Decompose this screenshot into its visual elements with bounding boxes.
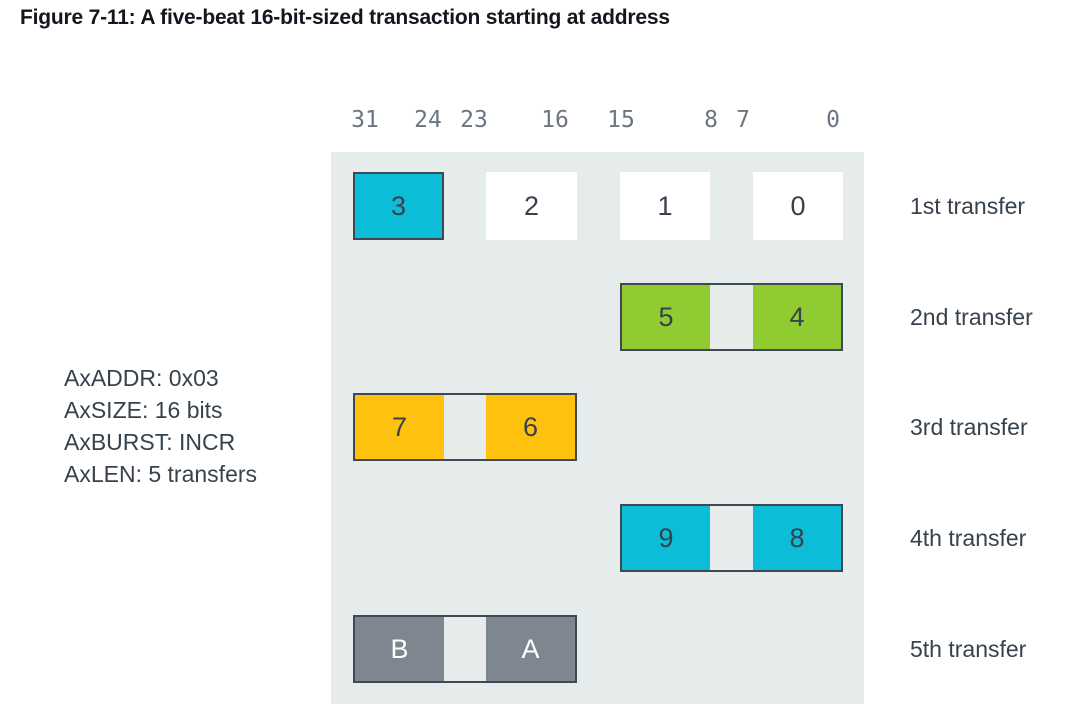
transfer-label-2: 2nd transfer [910, 304, 1033, 330]
transfer-1-byte-2: 2 [486, 172, 577, 240]
byte-number: 5 [658, 301, 674, 332]
transfer-4-byte-8: 8 [753, 506, 841, 570]
figure-title: Figure 7-11: A five-beat 16-bit-sized tr… [20, 6, 670, 29]
transfer-1-byte-3: 3 [353, 172, 444, 240]
byte-number: 8 [789, 522, 805, 553]
attr-axburst: AxBURST: INCR [64, 429, 236, 455]
bit-index-15: 15 [607, 107, 635, 133]
transfer-1-byte-0: 0 [753, 172, 843, 240]
byte-number: 0 [790, 190, 806, 221]
bit-index-0: 0 [826, 107, 840, 133]
transfer-3-byte-6: 6 [486, 395, 575, 459]
bit-index-7: 7 [736, 107, 750, 133]
transfer-label-3: 3rd transfer [910, 414, 1028, 440]
attr-axsize: AxSIZE: 16 bits [64, 397, 223, 423]
unused-byte-lane-gap [710, 285, 753, 349]
transfer-5-byte-A: A [486, 617, 575, 681]
byte-number: A [521, 633, 540, 664]
transfer-2-byte-5: 5 [622, 285, 710, 349]
byte-number: 2 [523, 190, 540, 221]
transfer-1-byte-1: 1 [620, 172, 710, 240]
bit-index-8: 8 [704, 107, 718, 133]
transfer-label-5: 5th transfer [910, 636, 1027, 662]
transfer-5-byte-B: B [355, 617, 444, 681]
byte-number: 4 [789, 301, 805, 332]
byte-number: 1 [657, 190, 673, 221]
byte-number: 7 [391, 411, 408, 442]
unused-byte-lane-gap [444, 617, 486, 681]
transfer-4-byte-9: 9 [622, 506, 710, 570]
byte-number: B [390, 633, 409, 664]
bit-index-24: 24 [414, 107, 442, 133]
burst-attributes: AxADDR: 0x03 AxSIZE: 16 bits AxBURST: IN… [64, 362, 257, 490]
byte-number: 3 [390, 190, 407, 221]
byte-number: 9 [658, 522, 674, 553]
transfer-2-byte-4: 4 [753, 285, 841, 349]
attr-axaddr: AxADDR: 0x03 [64, 365, 219, 391]
transfer-label-4: 4th transfer [910, 525, 1027, 551]
bit-index-23: 23 [460, 107, 488, 133]
attr-axlen: AxLEN: 5 transfers [64, 461, 258, 487]
unused-byte-lane-gap [444, 395, 486, 459]
transfer-label-1: 1st transfer [910, 193, 1026, 219]
byte-number: 6 [522, 411, 539, 442]
bit-index-16: 16 [541, 107, 569, 133]
bit-index-31: 31 [351, 107, 379, 133]
unused-byte-lane-gap [710, 506, 753, 570]
transfer-3-byte-7: 7 [355, 395, 444, 459]
